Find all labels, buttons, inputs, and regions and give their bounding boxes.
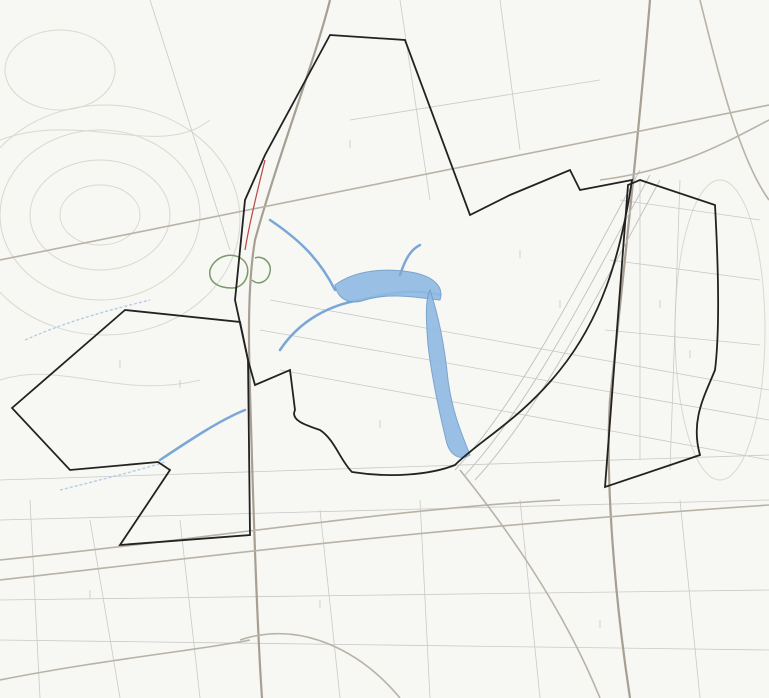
parcel-line: [0, 589, 769, 601]
waterways: [24, 218, 471, 491]
parcel-line: [609, 259, 761, 281]
road: [459, 469, 601, 698]
parcel-line: [279, 369, 769, 461]
parcel-line: [679, 499, 701, 698]
interchange: [209, 159, 271, 289]
site-outline: [234, 34, 634, 476]
parcel-line: [269, 299, 769, 391]
interchange-loop: [209, 254, 249, 289]
site-outline: [10, 309, 251, 547]
highway-road: [247, 0, 332, 698]
river-channel: [425, 288, 471, 458]
contour-line: [0, 104, 241, 336]
contour-line: [0, 129, 201, 301]
parcel-line: [0, 454, 769, 481]
railway-line: [464, 174, 651, 476]
contour-line: [0, 119, 211, 141]
contour-line: [29, 159, 171, 271]
interchange-loop: [251, 256, 271, 284]
contour-line: [674, 179, 766, 481]
main-road: [0, 499, 561, 561]
parcel-line: [519, 499, 541, 698]
stream: [158, 408, 247, 462]
parcel-line: [149, 0, 231, 251]
parcel-line: [0, 499, 769, 521]
site-boundary: [10, 34, 719, 547]
contour-line: [59, 184, 141, 246]
site-outline: [603, 179, 719, 489]
parcel-ticks: [89, 140, 691, 628]
contour-line: [4, 29, 116, 111]
road: [699, 0, 769, 201]
parcel-line: [29, 499, 41, 698]
parcel-line: [499, 0, 521, 151]
railway-line: [454, 169, 641, 471]
parcel-line: [669, 179, 681, 471]
road: [0, 639, 251, 681]
stream: [398, 243, 422, 277]
parcel-line: [419, 499, 431, 698]
pond: [334, 269, 442, 303]
road: [0, 104, 769, 261]
railway-line: [474, 179, 661, 481]
road: [599, 119, 769, 181]
parcel-line: [0, 639, 769, 651]
road: [239, 632, 401, 698]
stream: [268, 218, 337, 292]
parcel-line: [259, 329, 769, 421]
highway-road: [607, 0, 652, 698]
parcel-line: [319, 509, 341, 698]
main-road: [0, 504, 769, 581]
contour-line: [0, 373, 201, 387]
ramp-line: [244, 159, 266, 251]
parcel-line: [349, 79, 601, 121]
contour-lines: [0, 29, 766, 481]
stream: [24, 299, 151, 341]
parcel-line: [619, 199, 761, 221]
parcel-line: [179, 519, 201, 698]
parcel-line: [604, 329, 761, 346]
parcel-line: [399, 0, 431, 201]
